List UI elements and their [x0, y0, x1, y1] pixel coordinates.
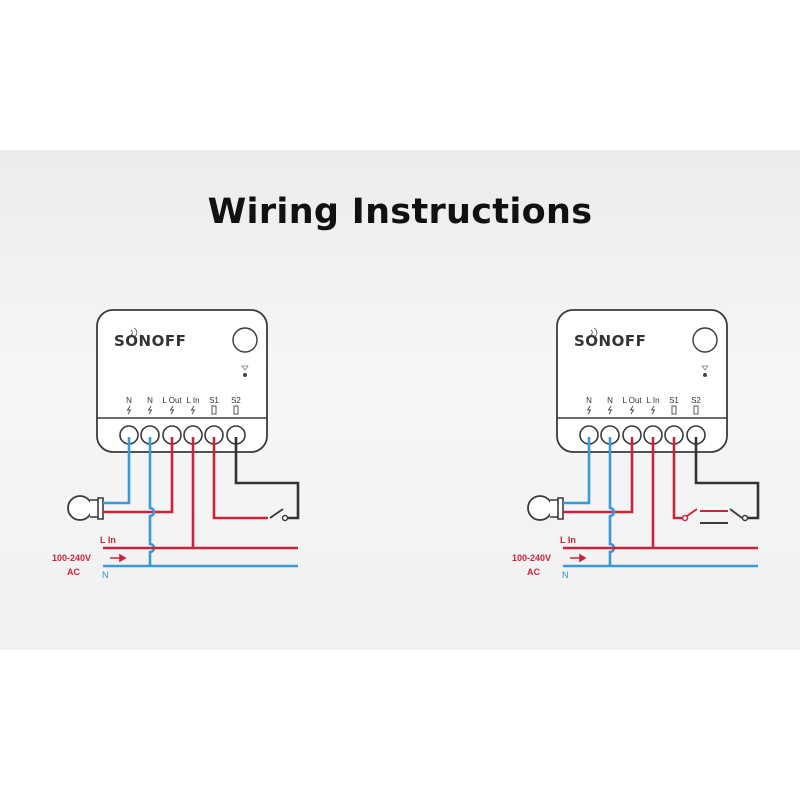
ac-label: AC	[527, 567, 540, 577]
switch-contact	[681, 514, 689, 522]
terminal-label: N	[607, 396, 613, 405]
arrow-right-icon	[110, 553, 127, 563]
two-way-switch-2-icon	[729, 508, 743, 519]
live-label: L In	[100, 535, 116, 545]
load-wire-to-bulb	[563, 437, 634, 514]
terminal-label: S2	[231, 396, 241, 405]
terminal-label: N	[147, 396, 153, 405]
brand-logo: SONOFF	[574, 332, 646, 350]
two-way-switch-1-icon	[686, 508, 698, 517]
terminal-label: S1	[209, 396, 219, 405]
device-body	[96, 309, 268, 453]
switch-contact	[281, 514, 289, 522]
terminal-label: L Out	[162, 396, 182, 405]
bolt-icon	[190, 405, 196, 415]
s2-wire	[694, 437, 760, 520]
switch-icon	[693, 405, 699, 415]
neutral-wire	[148, 437, 156, 566]
arrow-right-icon	[570, 553, 587, 563]
terminal-label: N	[126, 396, 132, 405]
terminal-label: S1	[669, 396, 679, 405]
terminal-label: L In	[646, 396, 659, 405]
bolt-icon	[169, 405, 175, 415]
diagram-two-way-switch: SONOFF N N L Out L In S1 S2 L In 100-240V AC N	[512, 309, 760, 580]
bulb-socket	[90, 497, 104, 520]
brand-logo: SONOFF	[114, 332, 186, 350]
wifi-led-icon	[241, 365, 249, 371]
bolt-icon	[607, 405, 613, 415]
s1-wire	[212, 437, 268, 520]
neutral-wire-to-bulb	[103, 437, 131, 505]
wifi-led-icon	[701, 365, 709, 371]
wifi-signal-icon	[130, 327, 138, 338]
bolt-icon	[650, 405, 656, 415]
page-title: Wiring Instructions	[207, 192, 593, 232]
neutral-label: N	[562, 570, 569, 580]
device-body	[556, 309, 728, 453]
terminal-label: S2	[691, 396, 701, 405]
pairing-button	[692, 327, 718, 353]
voltage-label: 100-240V	[512, 553, 551, 563]
switch-icon	[233, 405, 239, 415]
terminal-label: L In	[186, 396, 199, 405]
neutral-wire-to-bulb	[563, 437, 591, 505]
terminal-label: L Out	[622, 396, 642, 405]
live-label: L In	[560, 535, 576, 545]
switch-icon	[211, 405, 217, 415]
terminal-label: N	[586, 396, 592, 405]
switch-contact	[741, 514, 749, 522]
wifi-signal-icon	[590, 327, 598, 338]
bolt-icon	[586, 405, 592, 415]
status-led	[243, 373, 247, 377]
light-bulb-icon	[527, 495, 553, 521]
bolt-icon	[126, 405, 132, 415]
s2-wire	[234, 437, 300, 520]
voltage-label: 100-240V	[52, 553, 91, 563]
neutral-wire	[608, 437, 616, 566]
neutral-label: N	[102, 570, 109, 580]
pairing-button	[232, 327, 258, 353]
ac-label: AC	[67, 567, 80, 577]
diagram-single-switch: SONOFF N N L Out L In S1 S2 L In 100-240V AC N	[52, 309, 300, 580]
bolt-icon	[629, 405, 635, 415]
bolt-icon	[147, 405, 153, 415]
light-bulb-icon	[67, 495, 93, 521]
bulb-socket	[550, 497, 564, 520]
status-led	[703, 373, 707, 377]
switch-icon	[671, 405, 677, 415]
s1-wire	[672, 437, 682, 520]
load-wire-to-bulb	[103, 437, 174, 514]
wall-switch-icon	[269, 508, 284, 519]
